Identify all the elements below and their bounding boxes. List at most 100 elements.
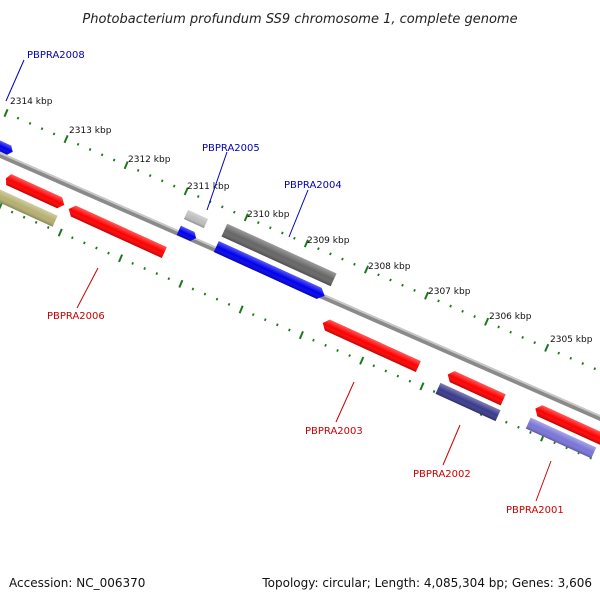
gene-label-pbpra2005[interactable]: PBPRA2005 [202,143,260,154]
minor-tick-mark [196,195,200,198]
minor-tick-mark [191,287,195,291]
minor-tick-mark [336,349,339,352]
gene-label-pbpra2001[interactable]: PBPRA2001 [506,505,564,516]
major-tick-mark [0,202,3,210]
minor-tick-mark [83,241,86,245]
minor-tick-mark [521,335,524,339]
gene-feature[interactable] [3,173,66,210]
minor-tick-mark [172,184,176,188]
gene-feature-pbpra2004[interactable] [221,223,337,287]
minor-tick-mark [553,441,556,445]
minor-tick-mark [396,374,400,378]
gene-feature[interactable] [525,417,597,459]
gene-label-pbpra2008[interactable]: PBPRA2008 [27,50,85,61]
minor-tick-mark [251,313,255,317]
minor-tick-mark [227,302,231,306]
minor-tick-mark [28,121,32,125]
gene-feature-pbpra2006[interactable] [66,204,167,259]
minor-tick-mark [288,328,291,332]
gene-feature[interactable] [0,138,15,156]
major-tick-mark [118,254,124,263]
minor-tick-mark [353,262,356,266]
gene-label-pbpra2002[interactable]: PBPRA2002 [413,469,471,480]
minor-tick-mark [220,205,224,209]
minor-tick-mark [263,318,267,322]
gene-feature-pbpra2005[interactable] [183,209,209,229]
forward-strand-genes [0,138,337,301]
minor-tick-mark [34,220,38,224]
minor-tick-mark [517,425,520,429]
major-tick-mark [544,343,550,352]
gene-feature[interactable] [435,382,501,422]
minor-tick-mark [324,343,327,347]
map-title: Photobacterium profundum SS9 chromosome … [82,12,517,27]
gene-feature[interactable] [213,241,327,301]
minor-tick-mark [281,231,284,235]
major-tick-mark [303,239,309,248]
minor-tick-mark [449,304,452,308]
minor-tick-mark [10,210,14,214]
minor-tick-mark [16,116,20,120]
minor-tick-mark [215,297,219,301]
minor-tick-mark [497,325,500,329]
tick-label: 2305 kbp [550,335,593,345]
major-tick-mark [63,135,69,144]
major-tick-mark [363,265,370,274]
gene-feature-pbpra2001[interactable] [533,403,600,447]
reverse-strand-genes [0,187,600,459]
major-tick-mark [243,213,249,222]
gene-feature[interactable] [0,187,58,227]
label-leader-lines [5,59,552,502]
major-tick-mark [424,291,430,300]
minor-tick-mark [389,278,392,282]
minor-tick-mark [341,257,344,261]
gene-feature[interactable] [176,225,198,243]
minor-tick-mark [107,251,110,255]
tick-label: 2311 kbp [187,182,230,192]
minor-tick-mark [52,132,56,136]
gene-label-pbpra2003[interactable]: PBPRA2003 [305,426,363,437]
minor-tick-mark [437,299,440,303]
minor-tick-mark [329,252,332,256]
major-tick-mark [298,331,304,340]
minor-tick-mark [569,356,573,360]
minor-tick-mark [160,179,164,183]
minor-tick-mark [112,158,116,162]
minor-tick-mark [40,127,44,131]
minor-tick-mark [100,153,104,157]
tick-label: 2313 kbp [69,126,112,136]
gene-feature-pbpra2002[interactable] [445,369,506,406]
accession-text: Accession: NC_006370 [9,576,146,590]
minor-tick-mark [71,236,74,240]
minor-tick-mark [131,261,134,265]
minor-tick-mark [581,362,585,365]
minor-tick-mark [529,430,532,434]
gene-label-pbpra2004[interactable]: PBPRA2004 [284,180,342,191]
gene-labels: PBPRA2008 PBPRA2005 PBPRA2004 PBPRA2006 … [27,50,564,516]
minor-tick-mark [143,267,146,270]
minor-tick-mark [95,246,98,250]
minor-tick-mark [461,309,464,313]
major-tick-mark [3,108,9,118]
minor-tick-mark [509,330,512,334]
major-tick-mark [57,228,63,237]
inner-tick-ring [0,202,593,460]
tick-label: 2312 kbp [128,155,171,165]
minor-tick-mark [46,226,50,229]
tick-label: 2308 kbp [368,262,411,272]
tick-label: 2314 kbp [10,97,53,107]
minor-tick-mark [256,221,260,225]
minor-tick-mark [293,236,296,240]
minor-tick-mark [317,247,320,251]
outer-tick-ring [3,108,597,371]
minor-tick-mark [384,369,388,373]
minor-tick-mark [401,283,404,287]
gene-label-pbpra2006[interactable]: PBPRA2006 [47,311,105,322]
minor-tick-mark [76,142,80,146]
tick-label: 2309 kbp [307,236,350,246]
gene-feature-pbpra2003[interactable] [320,318,421,373]
minor-tick-mark [505,420,508,424]
minor-tick-mark [275,323,279,327]
minor-tick-mark [88,148,92,151]
